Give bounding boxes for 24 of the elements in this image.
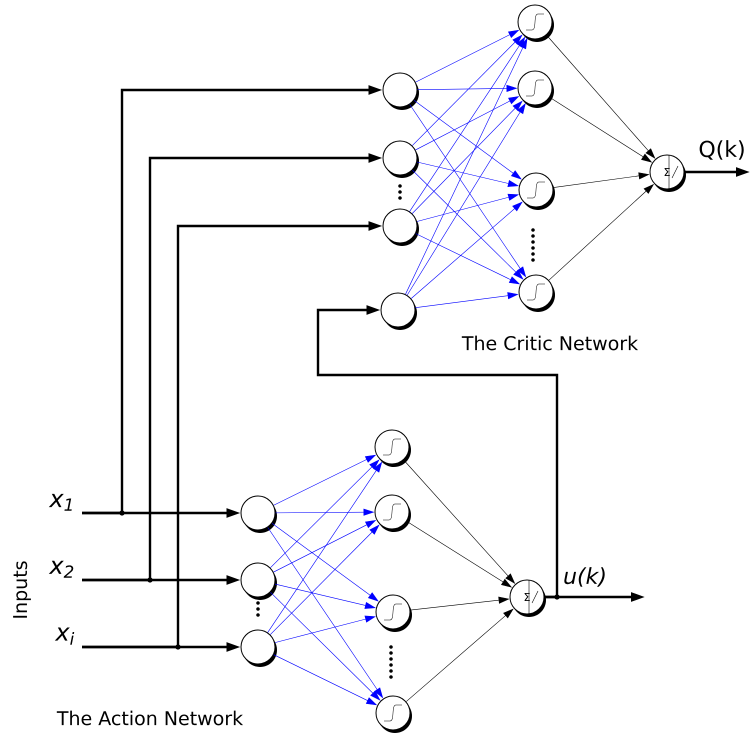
input-neuron: [240, 630, 277, 667]
rotated-label: Inputs: [13, 561, 31, 618]
sigmoid-neuron: [374, 494, 411, 532]
input-neuron: [240, 562, 277, 600]
input-neuron: [382, 140, 419, 178]
input-neuron: [382, 208, 419, 246]
input-neuron: [380, 292, 417, 330]
edge-label: Q(k): [697, 139, 747, 161]
network-title: The Critic Network: [462, 336, 638, 350]
input-neuron: [382, 72, 419, 110]
sigmoid-neuron: [376, 696, 412, 733]
input-label: x$_{i}$: [54, 627, 74, 645]
arrow: [316, 305, 558, 598]
sigmoid-neuron: [518, 4, 554, 42]
edge-label: u(k): [562, 566, 608, 588]
input-label: x$_{1}$: [48, 494, 72, 511]
sigmoid-neuron: [518, 274, 555, 312]
sigmoid-neuron: [518, 70, 554, 108]
sigmoid-neuron: [376, 594, 412, 632]
sigmoid-neuron: [518, 172, 555, 210]
network-title: The Action Network: [56, 710, 244, 726]
sigmoid-neuron: [374, 430, 411, 467]
input-neuron: [240, 496, 277, 533]
input-label: x$_{2}$: [48, 560, 74, 578]
